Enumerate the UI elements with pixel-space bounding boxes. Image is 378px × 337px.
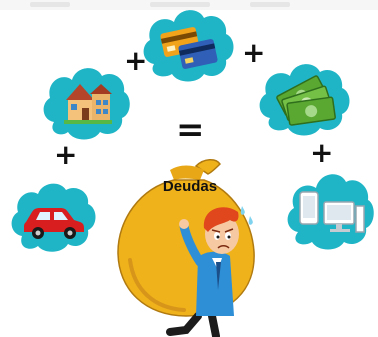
computer-icon (299, 191, 365, 233)
money-icon (276, 75, 336, 126)
car-cloud (11, 183, 96, 252)
equals-sign: = (176, 110, 205, 150)
plus-sign-1: + (124, 44, 148, 77)
worried-man (166, 206, 253, 337)
money-cloud (259, 64, 350, 136)
house-icon (64, 84, 112, 124)
plus-sign-3: + (54, 138, 78, 171)
credit-card-cloud (143, 10, 234, 82)
house-cloud (43, 68, 130, 140)
faded-header-strip (0, 0, 378, 10)
debt-sack-scene (117, 159, 255, 337)
plus-sign-2: + (242, 36, 266, 69)
car-icon (24, 208, 84, 239)
sack-label: Deudas (162, 178, 218, 195)
devices-cloud (287, 174, 374, 250)
credit-card-icon (160, 27, 218, 69)
plus-sign-4: + (310, 136, 334, 169)
